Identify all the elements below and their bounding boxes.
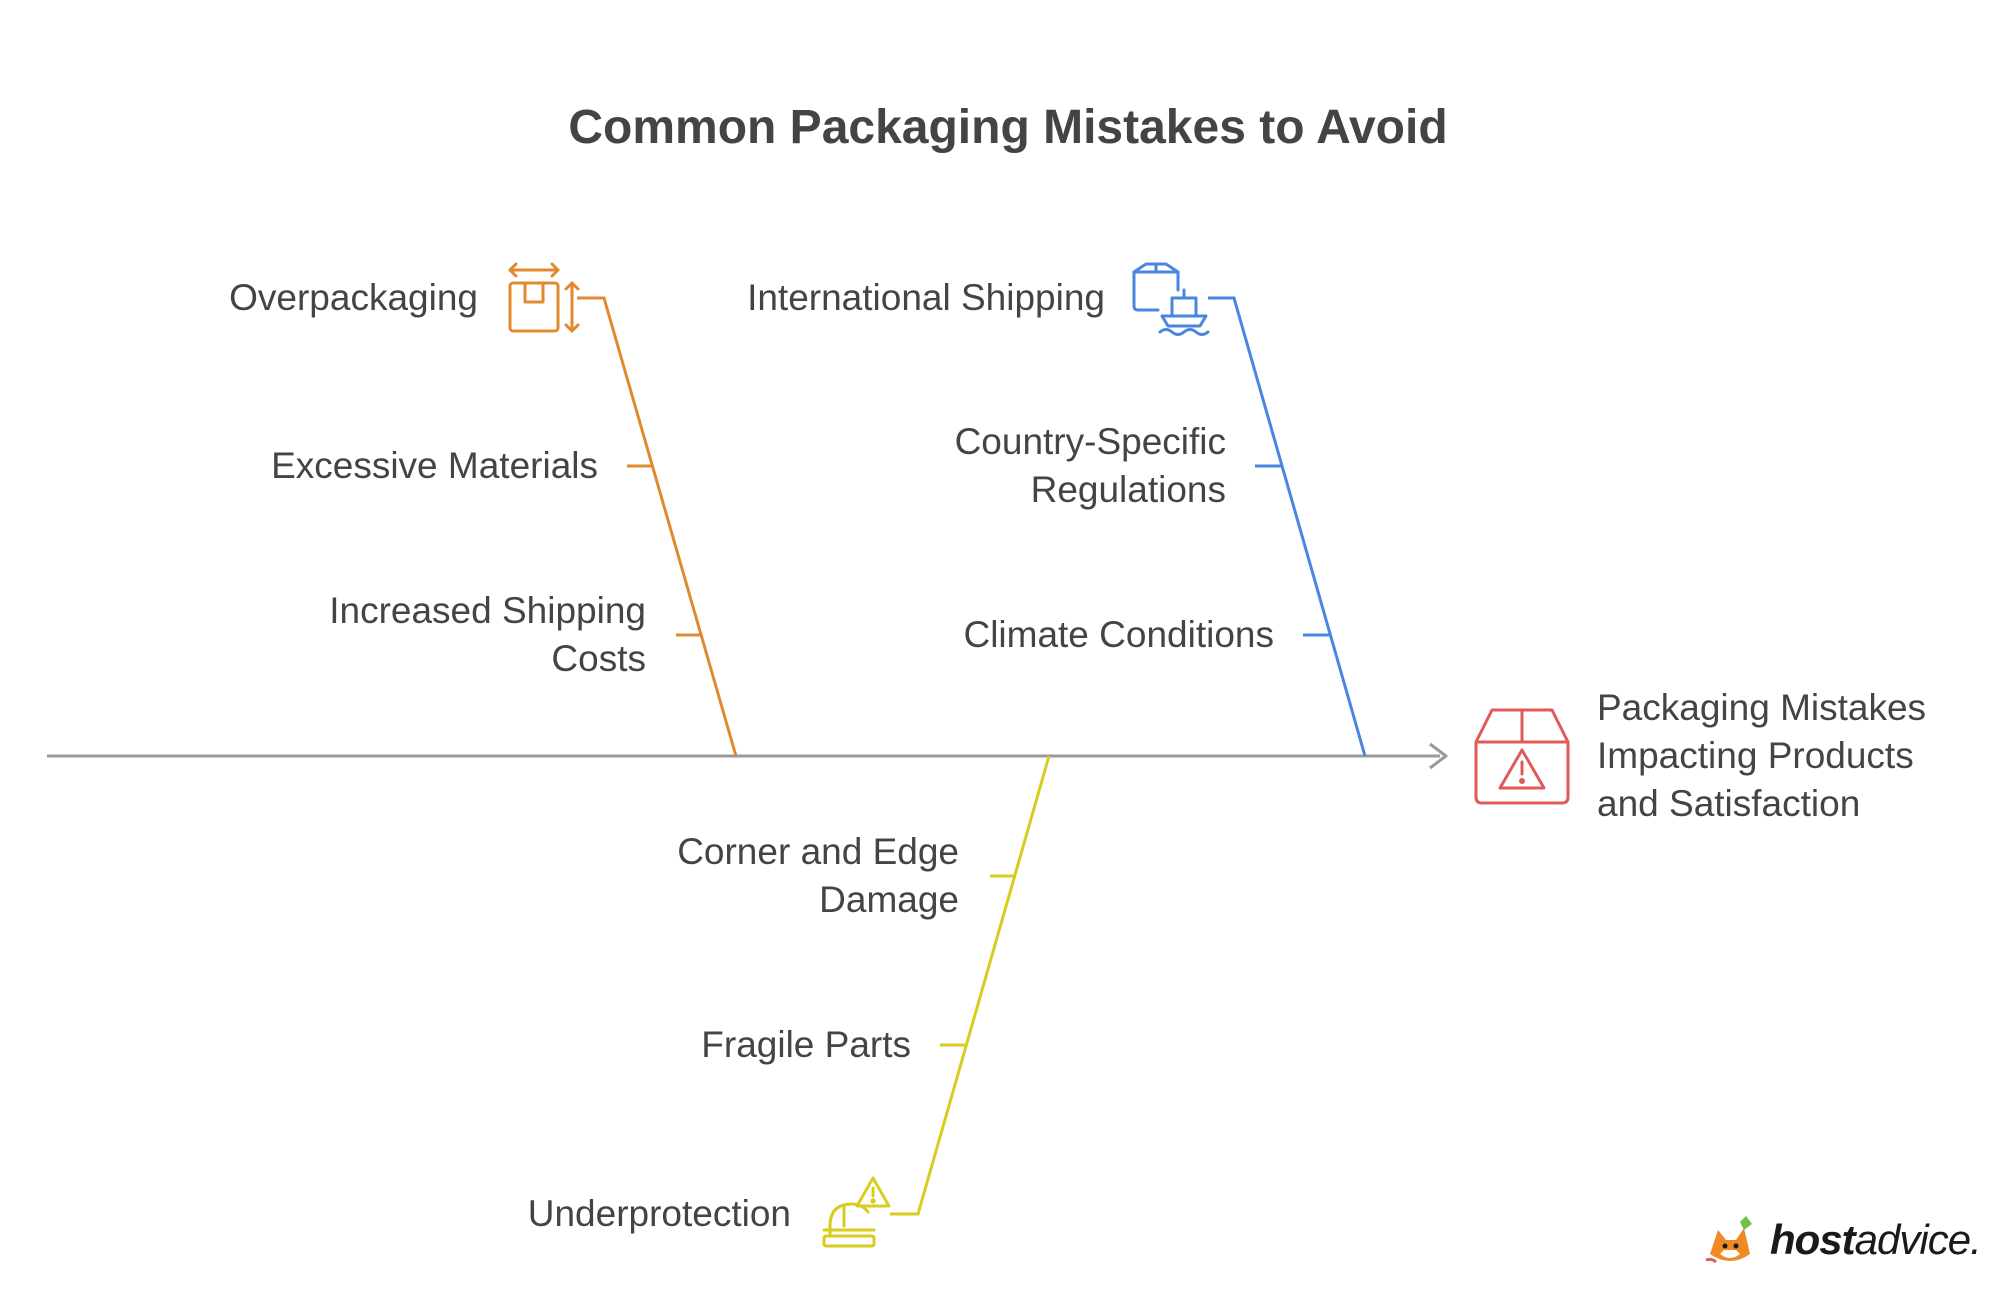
cause-label-fragile-parts: Fragile Parts bbox=[701, 1024, 911, 1065]
oversized-box-icon bbox=[508, 262, 580, 333]
hostadvice-logo: hostadvice. bbox=[1700, 1205, 1982, 1275]
category-label-underprotection: Underprotection bbox=[527, 1193, 791, 1234]
cause-label-climate-conditions: Climate Conditions bbox=[963, 614, 1274, 655]
bone-underprotection-line bbox=[890, 755, 1051, 1216]
fox-mascot-icon bbox=[1705, 1216, 1752, 1264]
cargo-ship-box-icon bbox=[1132, 262, 1210, 336]
category-label-international-shipping: International Shipping bbox=[747, 277, 1105, 318]
bone-underprotection bbox=[890, 755, 1051, 1216]
bone-overpackaging-line bbox=[577, 296, 738, 757]
cause-label-excessive-materials: Excessive Materials bbox=[271, 445, 598, 486]
category-label-overpackaging: Overpackaging bbox=[229, 277, 478, 318]
hostadvice-wordmark: hostadvice. bbox=[1770, 1216, 1982, 1263]
box-warning-icon bbox=[1474, 708, 1570, 805]
bone-overpackaging bbox=[577, 296, 738, 757]
spine-arrowhead bbox=[1429, 742, 1448, 770]
bone-international-shipping-line bbox=[1208, 296, 1367, 757]
hard-hat-warning-icon bbox=[822, 1176, 891, 1248]
diagram-title: Common Packaging Mistakes to Avoid bbox=[568, 101, 1448, 154]
bone-international-shipping bbox=[1208, 296, 1367, 757]
